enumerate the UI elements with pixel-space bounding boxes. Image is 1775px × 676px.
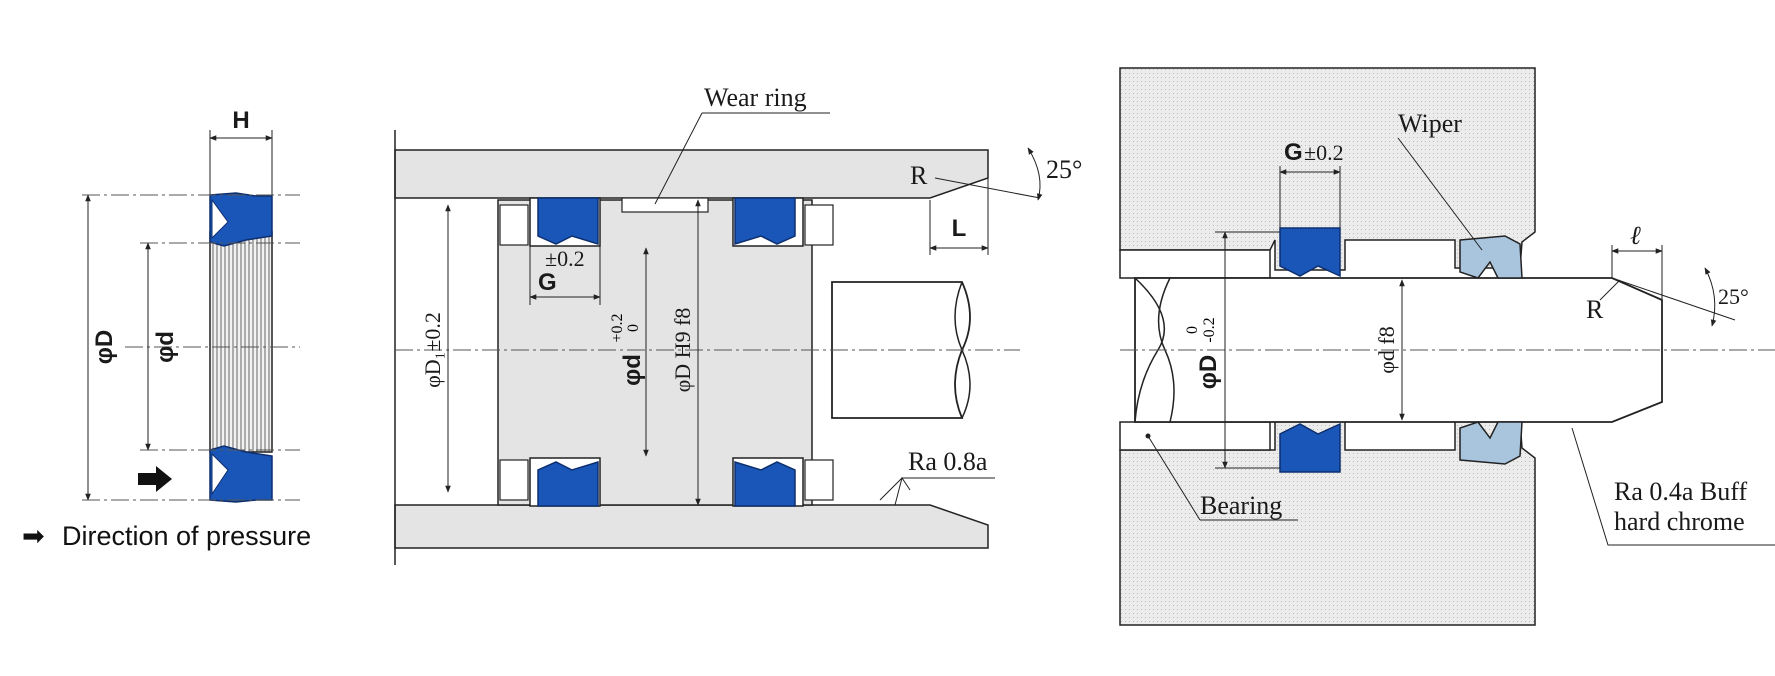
rod-seal-bottom: [1279, 422, 1341, 473]
figure-piston-installation: Wear ring R 25° L G ±0.2 φD₁±0.2 φd +0.2…: [394, 83, 1082, 565]
wiper-top: [1459, 235, 1523, 279]
dim-G-tolerance: ±0.2: [1304, 140, 1344, 165]
wear-ring-label: Wear ring: [704, 83, 807, 112]
roughness-symbol: [894, 476, 911, 506]
leader-wiper: [1397, 137, 1483, 251]
dim-d-label: φd: [619, 354, 646, 386]
cylinder-wall-top: [394, 149, 989, 199]
dim-D-tol-upper: 0: [1184, 326, 1201, 334]
angle-label: 25°: [1046, 155, 1082, 184]
dim-d-label: φd: [152, 331, 179, 363]
dim-d-fit-label: φd f8: [1374, 326, 1399, 374]
pressure-arrow-icon: [138, 466, 172, 492]
legend-arrow-icon: ➡: [22, 521, 45, 551]
dim-l-label: ℓ: [1630, 221, 1641, 250]
chamfer-R-label: R: [910, 161, 928, 190]
dim-L-label: L: [952, 215, 967, 242]
flange-bottom-right: [804, 459, 834, 501]
R-leader: [1599, 279, 1621, 301]
chamfer-R-label: R: [1586, 295, 1604, 324]
dim-D-fit-label: φD H9 f8: [670, 308, 695, 393]
dim-D-label: φD: [1195, 355, 1222, 390]
bearing-bottom: [1119, 421, 1271, 451]
seal-top-right: [734, 197, 796, 246]
dim-G-label: G: [1284, 139, 1303, 166]
flange-bottom-left: [499, 459, 529, 501]
rod-seal-top: [1279, 227, 1341, 278]
angle-arc: [1027, 147, 1043, 201]
dim-D-label: φD: [91, 330, 118, 365]
dim-G-tolerance: ±0.2: [545, 246, 585, 271]
bearing-label: Bearing: [1200, 491, 1282, 520]
housing-top: [1119, 67, 1536, 271]
dim-H-label: H: [232, 107, 249, 134]
leader-wear-ring: [654, 112, 703, 205]
flange-top-left: [499, 204, 529, 246]
finish-label-line2: hard chrome: [1614, 507, 1745, 536]
dim-d-tol-upper: +0.2: [609, 313, 626, 342]
dim-D1-label: φD₁±0.2: [420, 312, 445, 388]
finish-leader: [1571, 427, 1775, 546]
angle-arc: [1704, 267, 1717, 327]
seal-bottom-left: [537, 460, 599, 507]
angle-label: 25°: [1718, 284, 1749, 309]
flange-top-right: [804, 204, 834, 246]
figure-seal-section: H φD φd ➡ Direction of pressure: [22, 107, 311, 551]
seal-bottom-right: [734, 460, 796, 507]
finish-label-line1: Ra 0.4a Buff: [1614, 477, 1747, 506]
figure-rod-installation: G ±0.2 Wiper ℓ 25° R φD 0 -0.2 φd f8 Bea…: [1119, 67, 1775, 626]
seal-body: [209, 231, 273, 453]
seal-groove: [211, 452, 229, 496]
wear-ring: [621, 197, 709, 213]
dim-d-tol-lower: 0: [625, 324, 642, 332]
seal-top-left: [537, 197, 599, 246]
leader-dot: [1145, 433, 1151, 439]
bearing-top: [1119, 249, 1271, 279]
roughness-label: Ra 0.8a: [908, 447, 988, 476]
cylinder-wall-bottom: [394, 504, 989, 549]
dim-G-label: G: [538, 269, 557, 296]
dim-D-tol-lower: -0.2: [1201, 317, 1218, 342]
legend-text: Direction of pressure: [62, 521, 311, 551]
leader-bearing: [1147, 435, 1201, 521]
wiper-label: Wiper: [1398, 109, 1462, 138]
wiper-bottom: [1459, 421, 1523, 465]
seal-groove: [211, 198, 229, 240]
